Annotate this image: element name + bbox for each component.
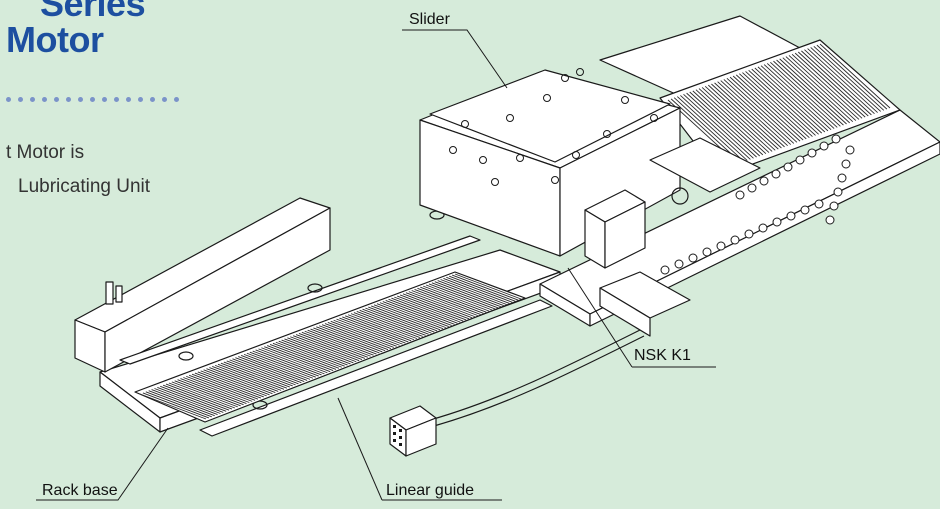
callout-slider: Slider	[409, 11, 450, 28]
divider-dot	[138, 97, 143, 102]
divider-dot	[114, 97, 119, 102]
divider-dot	[30, 97, 35, 102]
callout-nsk-k1: NSK K1	[634, 347, 691, 364]
description-line-1: t Motor is	[6, 142, 85, 163]
divider-dot	[78, 97, 83, 102]
callout-rack-base: Rack base	[42, 482, 118, 499]
divider-dot	[150, 97, 155, 102]
divider-dot	[6, 97, 11, 102]
divider-dot	[126, 97, 131, 102]
right-rail-drawing	[539, 15, 940, 327]
divider-dot	[18, 97, 23, 102]
dotted-divider	[6, 97, 179, 102]
motor-heading: Motor	[6, 19, 104, 60]
divider-dot	[54, 97, 59, 102]
divider-dot	[66, 97, 71, 102]
cable-connector-drawing	[389, 329, 645, 457]
divider-dot	[102, 97, 107, 102]
callout-leaders	[36, 29, 716, 501]
series-heading: Series	[40, 0, 146, 24]
divider-dot	[162, 97, 167, 102]
linear-guide-drawing	[134, 271, 526, 423]
divider-dot	[90, 97, 95, 102]
cable-chain-drawing	[660, 134, 855, 275]
description-line-2: Lubricating Unit	[18, 176, 151, 197]
divider-dot	[42, 97, 47, 102]
divider-dot	[174, 97, 179, 102]
slider-block-drawing	[419, 68, 761, 337]
callout-linear-guide: Linear guide	[386, 482, 475, 499]
